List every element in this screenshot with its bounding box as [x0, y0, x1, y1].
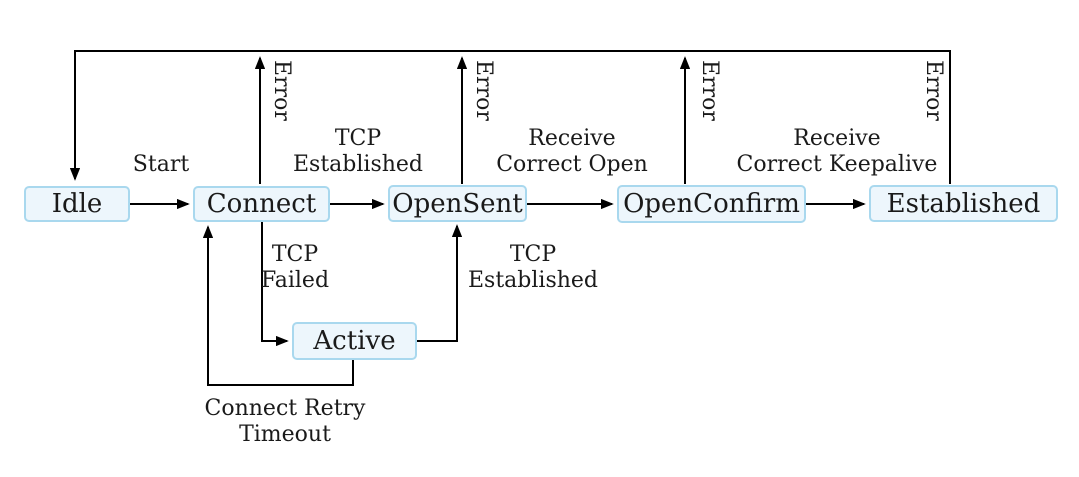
label-error-openconfirm: Error: [697, 60, 722, 121]
state-connect: Connect: [193, 186, 330, 222]
label-receive-correct-keepalive: Receive Correct Keepalive: [736, 126, 938, 177]
edge-connect-to-active: [261, 222, 289, 347]
label-receive-correct-open: Receive Correct Open: [496, 126, 648, 177]
label-error-established: Error: [921, 60, 946, 121]
edge-active-to-opensent: [417, 224, 463, 342]
label-connect-retry-timeout: Connect Retry Timeout: [204, 396, 366, 447]
edge-active-to-connect: [202, 225, 354, 386]
label-tcp-established-upper: TCP Established: [292, 126, 424, 177]
label-error-opensent: Error: [471, 60, 496, 121]
label-tcp-failed: TCP Failed: [260, 242, 330, 293]
edge-error-established-to-idle: [69, 50, 951, 184]
label-start: Start: [132, 152, 190, 177]
state-openconfirm: OpenConfirm: [617, 185, 806, 223]
label-tcp-established-lower: TCP Established: [467, 242, 599, 293]
state-idle: Idle: [24, 186, 130, 222]
label-error-connect: Error: [269, 60, 294, 121]
state-opensent: OpenSent: [388, 185, 527, 222]
state-established: Established: [869, 185, 1058, 222]
state-active: Active: [292, 322, 417, 360]
